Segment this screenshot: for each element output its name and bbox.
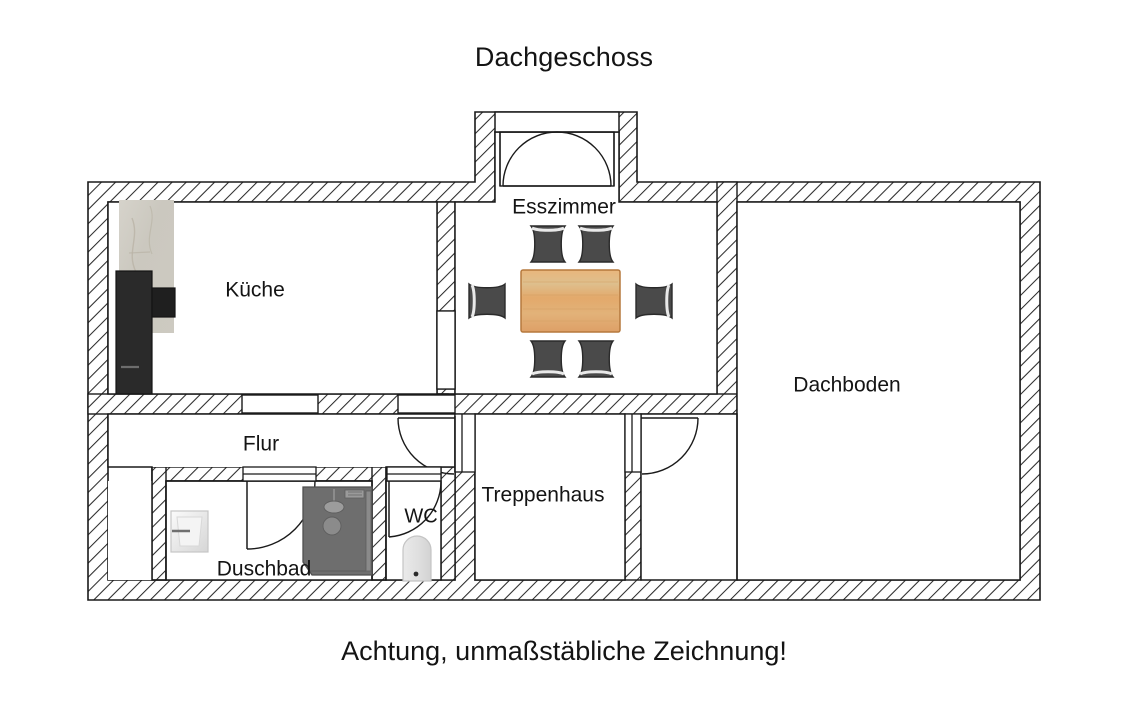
dining-chair-bottom-right: [577, 340, 615, 378]
dining-table: [520, 269, 621, 333]
kitchen-window: [436, 310, 456, 390]
shower-glass-panel: [365, 490, 372, 572]
hall-stairwell-door[interactable]: [397, 413, 476, 475]
washbasin: [170, 510, 209, 553]
dining-set: [468, 225, 673, 378]
room-labels: Küche Esszimmer Dachboden Flur Treppenha…: [217, 196, 901, 581]
kitchen-furniture: [115, 200, 176, 395]
dining-chair-top-left: [529, 225, 567, 263]
wall-structure: [87, 111, 1041, 601]
page-title: Dachgeschoss: [474, 42, 654, 72]
toilet: [402, 535, 432, 582]
kitchen-hall-opening[interactable]: [241, 394, 319, 414]
room-label-duschbad: Duschbad: [217, 558, 312, 581]
room-dachboden-floor: [737, 202, 1020, 580]
wall-wc-stair: [440, 466, 456, 581]
room-label-flur: Flur: [243, 433, 279, 456]
stairwell-attic-door[interactable]: [624, 413, 699, 475]
openings: [241, 111, 699, 550]
kitchen-counter: [115, 270, 153, 395]
room-label-dachboden: Dachboden: [793, 374, 900, 397]
dining-hall-opening[interactable]: [397, 394, 456, 414]
wall-bath-wc: [371, 466, 387, 581]
wall-bath-left: [151, 466, 167, 581]
wall-dining-attic: [716, 181, 738, 415]
dining-chair-left: [468, 282, 506, 320]
shower-head: [323, 500, 345, 514]
scale-disclaimer: Achtung, unmaßstäbliche Zeichnung!: [341, 636, 787, 666]
room-label-treppenhaus: Treppenhaus: [482, 484, 605, 507]
dining-chair-right: [635, 282, 673, 320]
kitchen-appliance: [151, 287, 176, 318]
dining-chair-top-right: [577, 225, 615, 263]
room-treppenhaus-floor: [475, 414, 625, 580]
dining-chair-bottom-left: [529, 340, 567, 378]
balcony-double-door[interactable]: [494, 111, 620, 187]
shower-tray: [302, 486, 373, 576]
room-flur-floor: [108, 414, 455, 467]
wc-door[interactable]: [386, 466, 442, 538]
room-dachboden-lower-floor: [641, 414, 737, 580]
room-label-kueche: Küche: [225, 279, 285, 302]
room-label-wc: WC: [404, 505, 437, 527]
room-label-esszimmer: Esszimmer: [512, 196, 616, 219]
shower-drain: [322, 516, 342, 536]
shower-control: [344, 489, 365, 499]
bathroom-furniture: [170, 486, 432, 582]
room-flur-lower-floor: [108, 481, 152, 580]
